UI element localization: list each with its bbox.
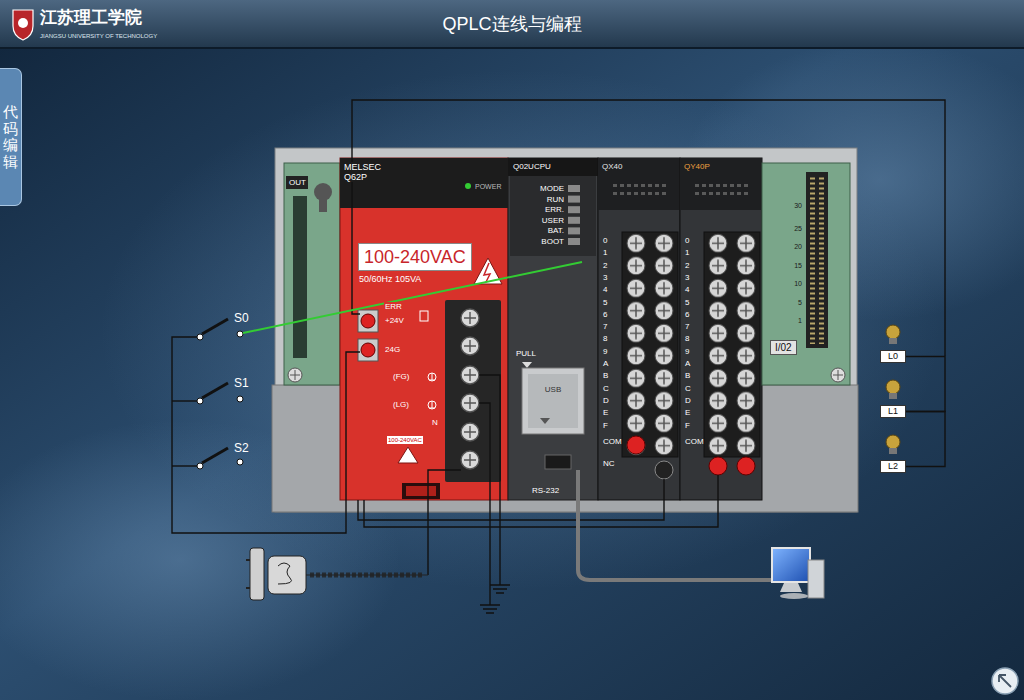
terminal-number: 3 [603,273,607,282]
code-edit-tab: 代码编辑 [0,68,22,206]
voltage-note: 100-240VAC [387,436,423,444]
rating-plate: 100-240VAC [358,243,472,271]
pin-number: 1 [798,316,802,325]
terminal-number: E [685,408,690,417]
terminal-number: COM [603,437,622,446]
terminal-number: 1 [603,248,607,257]
terminal-number: C [603,384,609,393]
terminal-number: 8 [685,334,689,343]
terminal-number: 1 [685,248,689,257]
module-name: 代码编辑 [3,104,18,170]
led-label: BOOT [541,237,564,246]
port-label: USB [545,385,561,395]
led-label: MODE [540,184,564,193]
led-label: RUN [547,195,564,204]
terminal-number: 9 [685,347,689,356]
terminal-label: +24V [384,316,405,326]
terminal-number: 5 [603,298,607,307]
terminal-label: (LG) [392,400,410,410]
terminal-number: A [685,359,690,368]
module-name: QY40P [684,162,762,172]
terminal-number: 0 [603,236,607,245]
switch-label: S1 [234,376,249,390]
terminal-number: 2 [603,261,607,270]
switch-label: S0 [234,311,249,325]
output-module: QY40P [680,158,762,500]
terminal-number: 6 [685,310,689,319]
pin-number: 20 [794,242,802,251]
lamp-label: L1 [880,405,906,418]
module-name: L2 [888,461,898,472]
terminal-number: F [603,421,608,430]
terminal-number: 7 [603,322,607,331]
switch-label: S2 [234,441,249,455]
input-module: QX40 [598,158,680,500]
terminal-label: N [431,418,439,428]
terminal-number: 3 [685,273,689,282]
wire-connector [906,357,945,412]
rating-text: 50/60Hz 105VA [358,274,422,285]
pin-number: 5 [798,298,802,307]
lamp-label: L2 [880,460,906,473]
module-name: MELSEC Q62P [344,162,386,182]
terminal-number: B [603,371,608,380]
terminal-number: 7 [685,322,689,331]
terminal-number: A [603,359,608,368]
terminal-number: E [603,408,608,417]
terminal-number: F [685,421,690,430]
led-label: ERR. [545,205,564,214]
terminal-label: (FG) [392,372,410,382]
page-title: QPLC连线与编程 [442,13,581,35]
module-name: L0 [888,351,898,362]
module-name: Q02UCPU [513,162,598,172]
module-name: I/02 [775,341,792,354]
cover-label: PULL [516,349,536,359]
pin-number: 30 [794,201,802,210]
logo-subtitle: JIANGSU UNIVERSITY OF TECHNOLOGY [40,32,157,40]
terminal-number: NC [603,459,615,468]
terminal-label: 24G [384,345,401,355]
indicator-name: POWER [475,182,504,191]
pin-number: 15 [794,261,802,270]
terminal-number: 0 [685,236,689,245]
pin-number: 25 [794,224,802,233]
terminal-label: ERR [384,302,403,312]
terminal-number: 8 [603,334,607,343]
module-name: 100-240VAC [364,246,466,268]
module-name: L1 [888,406,898,417]
terminal-number: 4 [685,285,689,294]
terminal-number: C [685,384,691,393]
terminal-number: 6 [603,310,607,319]
terminal-number: 4 [603,285,607,294]
terminal-number: 2 [685,261,689,270]
terminal-number: B [685,371,690,380]
terminal-number: 9 [603,347,607,356]
io-plate: I/02 [770,340,797,355]
power-supply-module: MELSEC Q62P POWER 100-240VAC [340,158,508,500]
terminal-number: 5 [685,298,689,307]
terminal-number: COM [685,437,704,446]
led-label: USER [542,216,564,225]
terminal-number: D [603,396,609,405]
terminal-number: D [685,396,691,405]
pin-number: 10 [794,279,802,288]
led-label: BAT. [548,226,564,235]
port-label: RS-232 [532,486,559,496]
module-tag: OUT [289,178,306,188]
logo-text: 江苏理工学院 [40,8,142,27]
lamp-label: L0 [880,350,906,363]
wire-connector [906,412,945,467]
module-name: QX40 [602,162,680,172]
